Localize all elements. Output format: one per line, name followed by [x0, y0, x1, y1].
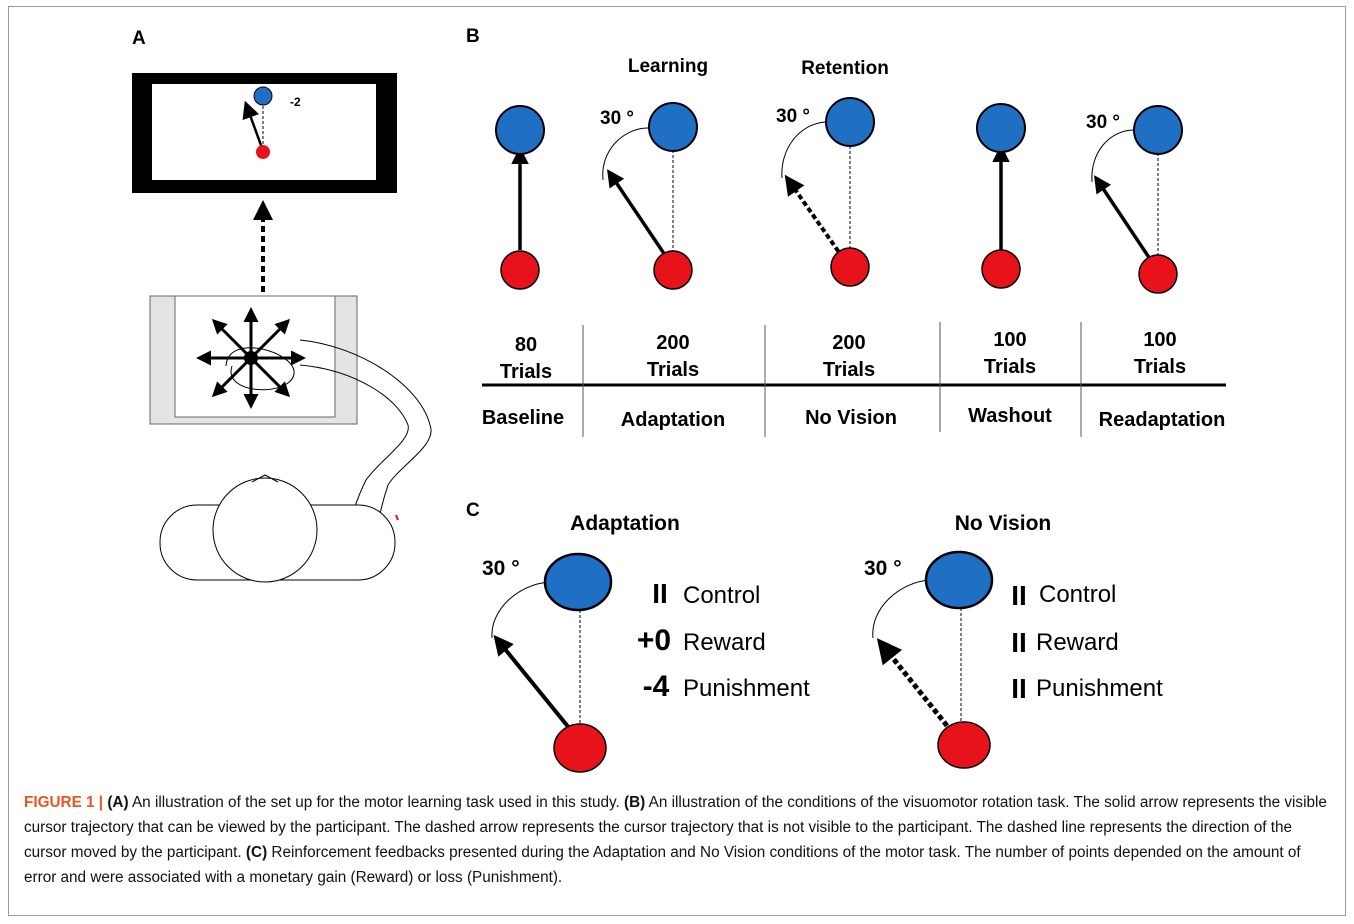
caption-b-label: (B) — [624, 794, 646, 811]
feedback-label: Control — [683, 582, 760, 609]
phase-unit: Trials — [500, 361, 552, 383]
feedback-label: Control — [1039, 581, 1116, 608]
participant — [159, 339, 432, 583]
diagram-washout — [976, 103, 1026, 289]
phase-name: Washout — [968, 405, 1052, 427]
feedback-label: Reward — [1036, 629, 1119, 656]
phase-count: 200 — [832, 332, 865, 354]
phase-dividers — [582, 322, 1082, 437]
phase-unit: Trials — [647, 359, 699, 381]
phase-name: Readaptation — [1099, 409, 1226, 431]
phase-name: Adaptation — [621, 409, 725, 431]
feedback-label: Punishment — [683, 675, 810, 702]
figure-caption: FIGURE 1 | (A) An illustration of the se… — [24, 790, 1334, 890]
feedback-label: Reward — [683, 629, 766, 656]
panel-c: C Adaptation 30 ° II Control +0 Reward -… — [466, 500, 1163, 773]
c-no-vision-legend: II Control II Reward II Punishment — [1011, 580, 1163, 704]
caption-a-label: (A) — [107, 794, 129, 811]
header-retention: Retention — [801, 58, 889, 79]
feedback-symbol: II — [1011, 627, 1027, 658]
caption-b-text: An illustration of the conditions of the… — [24, 794, 1327, 861]
caption-c-label: (C) — [245, 844, 268, 861]
angle-label: 30 ° — [600, 108, 634, 129]
angle-label: 30 ° — [776, 106, 810, 127]
diagram-no-vision: 30 ° — [776, 97, 875, 287]
diagram-adaptation: 30 ° — [600, 102, 698, 290]
feedback-symbol: +0 — [637, 624, 671, 657]
tablet — [149, 295, 358, 425]
monitor: -2 — [132, 73, 397, 193]
phase-count: 100 — [993, 329, 1026, 351]
phase-name: Baseline — [482, 407, 564, 429]
c-adaptation-legend: II Control +0 Reward -4 Punishment — [637, 578, 810, 703]
figure-label: FIGURE 1 | — [24, 794, 108, 811]
c-no-vision-diagram: 30 ° — [864, 550, 994, 769]
feedback-symbol: II — [1011, 673, 1027, 704]
panel-c-letter: C — [466, 500, 480, 521]
feedback-symbol: II — [652, 578, 668, 609]
feedback-symbol: II — [1011, 580, 1027, 611]
figure-frame — [8, 6, 1346, 916]
panel-a: A -2 — [132, 28, 432, 583]
phase-unit: Trials — [823, 359, 875, 381]
start-circle — [256, 145, 270, 159]
c-adaptation-title: Adaptation — [570, 512, 680, 535]
angle-label: 30 ° — [864, 557, 902, 580]
target-circle — [253, 86, 273, 106]
diagram-readaptation: 30 ° — [1086, 105, 1183, 294]
panel-b-letter: B — [466, 26, 480, 47]
angle-label: 30 ° — [482, 557, 520, 580]
feedback-symbol: -4 — [643, 670, 670, 703]
phase-count: 80 — [515, 334, 537, 356]
panel-a-letter: A — [132, 28, 146, 49]
phase-count: 100 — [1143, 329, 1176, 351]
angle-label: 30 ° — [1086, 112, 1120, 133]
phase-count: 200 — [656, 332, 689, 354]
phase-name: No Vision — [805, 407, 897, 429]
diagram-baseline — [495, 105, 545, 290]
header-learning: Learning — [628, 56, 708, 77]
caption-c-text: Reinforcement feedbacks presented during… — [24, 844, 1301, 886]
caption-a-text: An illustration of the set up for the mo… — [128, 794, 625, 811]
c-no-vision-title: No Vision — [955, 512, 1051, 535]
phase-unit: Trials — [984, 356, 1036, 378]
c-adaptation-diagram: 30 ° — [482, 552, 613, 773]
phase-unit: Trials — [1134, 356, 1186, 378]
screen-points: -2 — [290, 95, 301, 109]
feedback-label: Punishment — [1036, 675, 1163, 702]
panel-b: B Learning Retention 30 ° 30 ° — [466, 26, 1226, 437]
